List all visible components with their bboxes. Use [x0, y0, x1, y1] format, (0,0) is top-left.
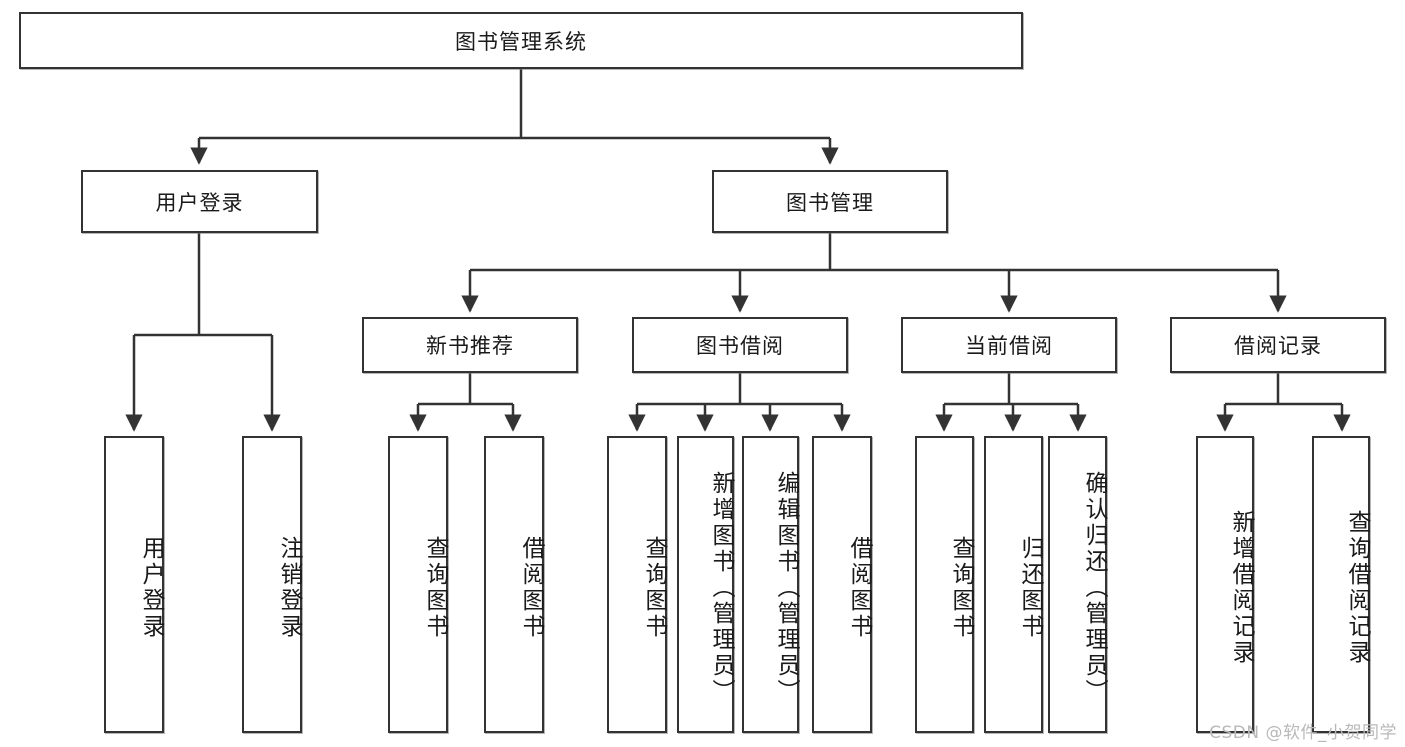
leaf-logout-login[interactable]: 注销登录 — [242, 436, 302, 733]
node-label: 编辑图书（管理员） — [773, 470, 799, 705]
node-root-system[interactable]: 图书管理系统 — [19, 12, 1023, 69]
node-label: 当前借阅 — [965, 334, 1053, 358]
node-borrow-record[interactable]: 借阅记录 — [1170, 317, 1386, 373]
node-label: 新增借阅记录 — [1228, 509, 1254, 666]
leaf-query-borrow-record[interactable]: 查询借阅记录 — [1312, 436, 1370, 733]
leaf-confirm-return-admin[interactable]: 确认归还（管理员） — [1048, 436, 1107, 733]
node-label: 借阅图书 — [846, 535, 872, 640]
leaf-add-book-admin[interactable]: 新增图书（管理员） — [677, 436, 734, 733]
node-label: 新增图书（管理员） — [708, 470, 734, 705]
node-label: 图书管理 — [786, 190, 874, 215]
node-label: 用户登录 — [155, 190, 244, 215]
node-label: 图书借阅 — [696, 334, 784, 358]
node-new-book-recommend[interactable]: 新书推荐 — [362, 317, 578, 373]
node-label: 确认归还（管理员） — [1081, 470, 1107, 705]
node-label: 归还图书 — [1017, 535, 1043, 640]
leaf-borrow-book-recommend[interactable]: 借阅图书 — [484, 436, 544, 733]
node-label: 新书推荐 — [426, 334, 514, 358]
node-label: 借阅记录 — [1234, 334, 1322, 358]
node-label: 查询图书 — [641, 535, 667, 640]
leaf-add-borrow-record[interactable]: 新增借阅记录 — [1196, 436, 1254, 733]
node-user-login[interactable]: 用户登录 — [81, 170, 318, 233]
leaf-user-login[interactable]: 用户登录 — [104, 436, 164, 733]
node-label: 借阅图书 — [518, 535, 544, 640]
node-label: 查询图书 — [948, 535, 974, 640]
node-book-management[interactable]: 图书管理 — [712, 170, 948, 233]
leaf-query-book-borrow[interactable]: 查询图书 — [607, 436, 667, 733]
node-label: 注销登录 — [276, 535, 302, 640]
node-label: 用户登录 — [138, 535, 164, 640]
leaf-query-book-current[interactable]: 查询图书 — [915, 436, 974, 733]
node-book-borrow[interactable]: 图书借阅 — [632, 317, 848, 373]
node-label: 图书管理系统 — [455, 29, 587, 54]
leaf-return-book[interactable]: 归还图书 — [984, 436, 1043, 733]
leaf-query-book-recommend[interactable]: 查询图书 — [388, 436, 448, 733]
leaf-edit-book-admin[interactable]: 编辑图书（管理员） — [742, 436, 799, 733]
node-current-borrow[interactable]: 当前借阅 — [901, 317, 1117, 373]
node-label: 查询图书 — [422, 535, 448, 640]
node-label: 查询借阅记录 — [1344, 509, 1370, 666]
leaf-borrow-book[interactable]: 借阅图书 — [812, 436, 872, 733]
